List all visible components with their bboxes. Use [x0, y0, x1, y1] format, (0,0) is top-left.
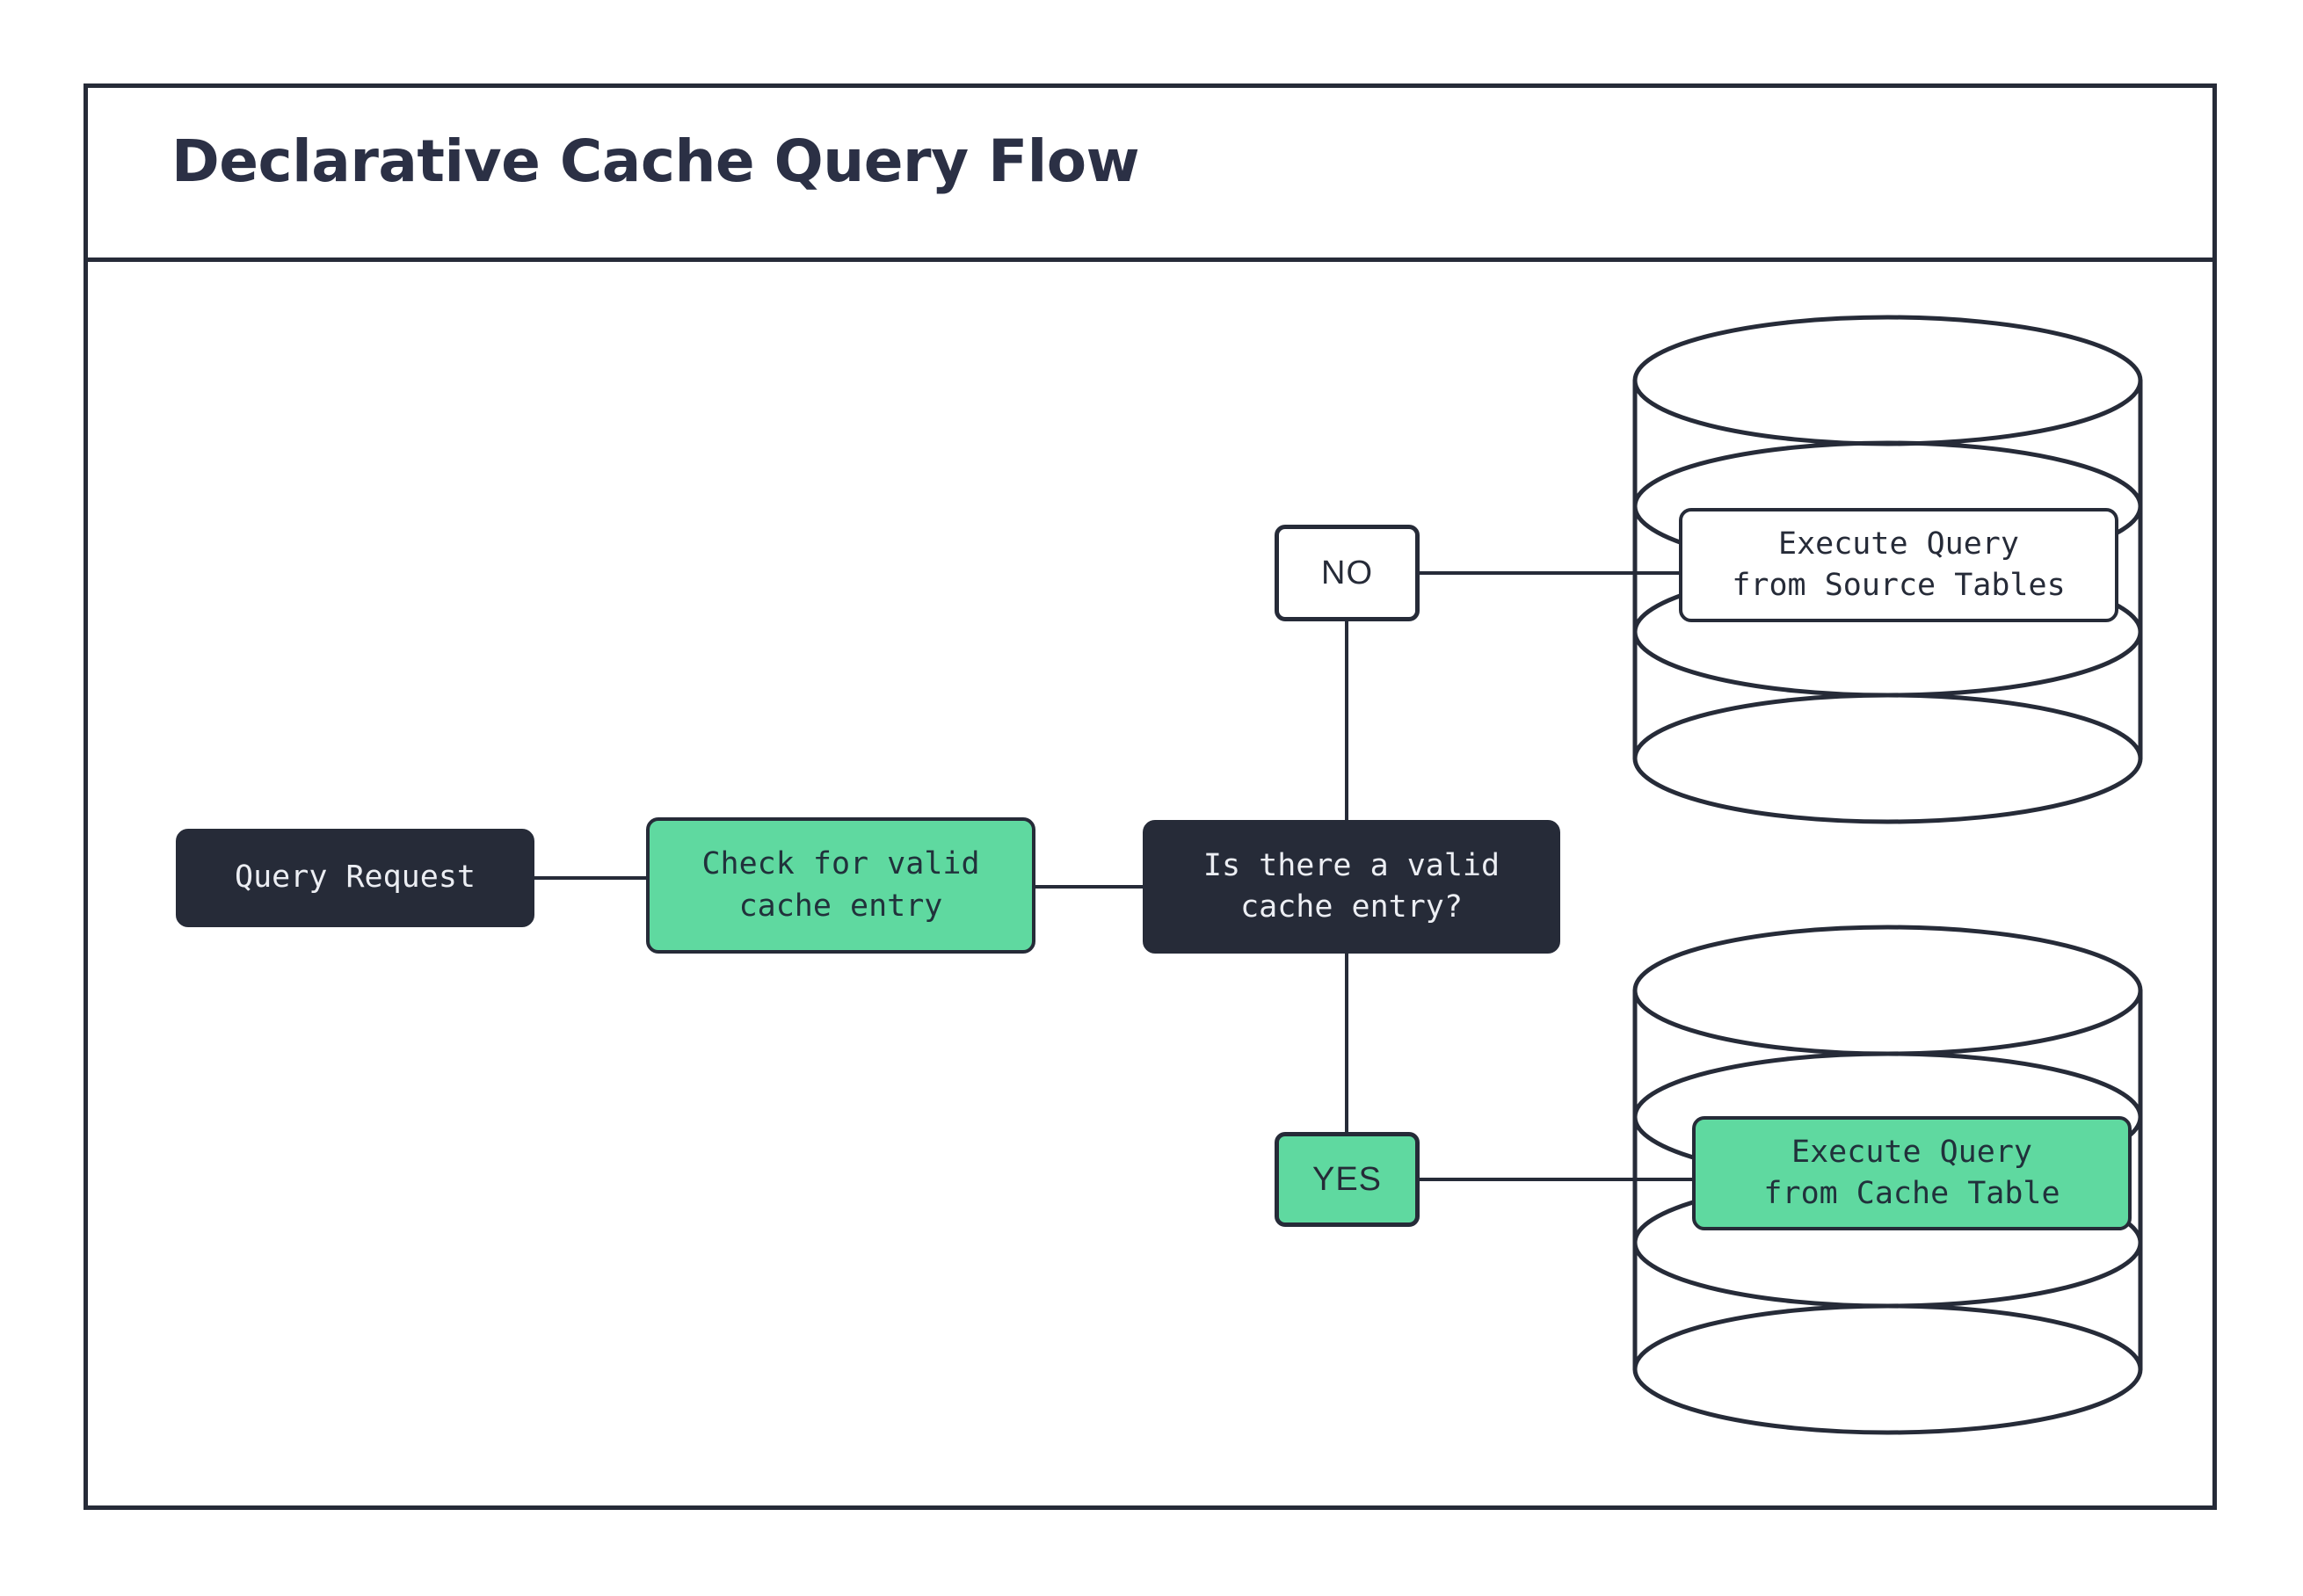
node-check-for-valid-cache-entry[interactable]: Check for valid cache entry	[646, 817, 1035, 954]
node-decision-valid-cache-entry[interactable]: Is there a valid cache entry?	[1143, 820, 1560, 954]
title-bar	[84, 83, 2217, 262]
edge-query-to-check	[533, 876, 648, 880]
edge-check-to-decision	[1034, 885, 1144, 889]
edge-decision-to-no	[1345, 618, 1348, 822]
diagram-frame	[84, 83, 2217, 1510]
node-execute-query-cache-table[interactable]: Execute Query from Cache Table	[1692, 1116, 2132, 1230]
edge-decision-to-yes	[1345, 952, 1348, 1135]
edge-yes-to-cache-db	[1415, 1178, 1692, 1181]
edge-no-to-source-db	[1415, 571, 1679, 575]
branch-label-no[interactable]: NO	[1275, 525, 1420, 621]
node-execute-query-source-tables[interactable]: Execute Query from Source Tables	[1679, 508, 2118, 622]
branch-label-yes[interactable]: YES	[1275, 1132, 1420, 1227]
diagram-title: Declarative Cache Query Flow	[171, 127, 1140, 195]
node-query-request[interactable]: Query Request	[176, 829, 534, 927]
